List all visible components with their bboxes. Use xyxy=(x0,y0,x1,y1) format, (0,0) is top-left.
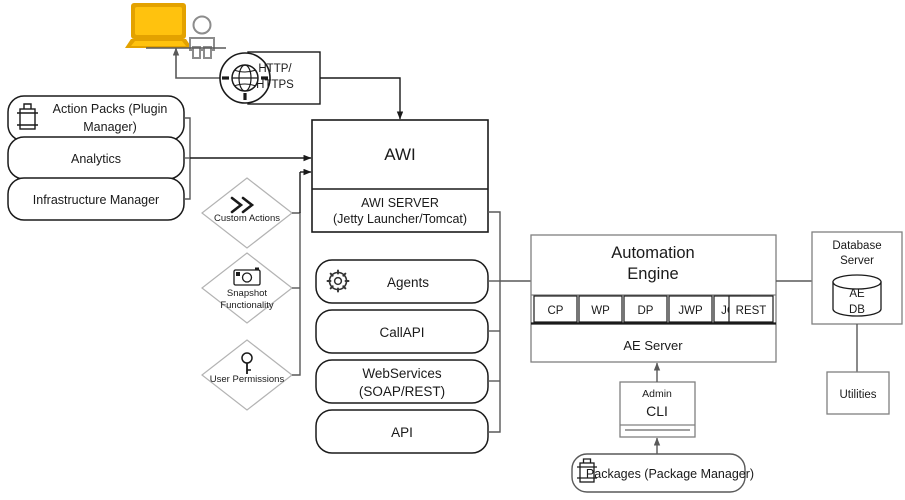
diamond-custom-actions[interactable]: Custom Actions xyxy=(201,177,293,249)
ae-db-label-1: AE xyxy=(849,288,865,300)
diamond-label-user-permissions: User Permissions xyxy=(210,374,285,385)
packages-label: Packages (Package Manager) xyxy=(586,467,754,481)
admin-cli-title: Admin xyxy=(642,388,672,400)
left-stack-label-1a: Action Packs (Plugin xyxy=(53,102,168,116)
process-box-dp[interactable]: DP xyxy=(623,295,668,323)
admin-cli-label: CLI xyxy=(646,403,668,419)
automation-engine-title-1: Automation xyxy=(611,244,694,262)
left-stack-box-analytics[interactable]: Analytics xyxy=(7,136,185,180)
process-label-dp: DP xyxy=(638,305,654,317)
database-server-box[interactable]: Database Server AE DB xyxy=(811,231,903,325)
service-label-webservices-1: WebServices xyxy=(362,366,442,381)
ae-server-label: AE Server xyxy=(623,338,683,353)
diamond-label-snapshot-2: Functionality xyxy=(220,300,274,311)
key-icon xyxy=(241,352,253,374)
automation-engine-box[interactable]: Automation Engine CP WP DP JWP JCP REST … xyxy=(530,234,777,363)
process-box-jwp[interactable]: JWP xyxy=(668,295,713,323)
service-pill-api[interactable]: API xyxy=(315,409,489,454)
database-server-title-1: Database xyxy=(832,240,881,252)
left-stack-label-1b: Manager) xyxy=(83,120,137,134)
process-label-wp: WP xyxy=(591,305,610,317)
ae-db-label-2: DB xyxy=(849,304,865,316)
package-icon xyxy=(17,103,38,130)
service-pill-agents[interactable]: Agents xyxy=(315,259,489,304)
diamond-snapshot-functionality[interactable]: Snapshot Functionality xyxy=(201,252,293,324)
left-stack-label-3: Infrastructure Manager xyxy=(33,193,159,207)
process-label-jwp: JWP xyxy=(678,305,703,317)
service-label-agents: Agents xyxy=(387,275,429,290)
connector-left-stack-to-awi xyxy=(184,117,312,200)
process-box-rest[interactable]: REST xyxy=(728,295,774,323)
left-stack-box-action-packs[interactable]: Action Packs (Plugin Manager) xyxy=(7,95,185,142)
process-label-rest: REST xyxy=(736,305,767,317)
connector-globe-to-user xyxy=(146,47,226,79)
process-box-wp[interactable]: WP xyxy=(578,295,623,323)
connector-http-to-awi xyxy=(320,77,404,120)
packages-pill[interactable]: Packages (Package Manager) xyxy=(571,453,754,493)
awi-title: AWI xyxy=(384,145,415,164)
person-icon xyxy=(189,15,215,59)
awi-box[interactable]: AWI AWI SERVER (Jetty Launcher/Tomcat) xyxy=(311,119,489,233)
utilities-label: Utilities xyxy=(839,389,876,401)
utilities-box[interactable]: Utilities xyxy=(826,371,890,415)
http-label-line1: HTTP/ xyxy=(258,63,292,75)
diamond-user-permissions[interactable]: User Permissions xyxy=(201,339,293,411)
process-box-cp[interactable]: CP xyxy=(533,295,578,323)
laptop-icon xyxy=(125,3,192,48)
service-label-callapi: CallAPI xyxy=(379,325,424,340)
diamond-label-custom-actions: Custom Actions xyxy=(214,213,280,224)
process-label-cp: CP xyxy=(548,305,564,317)
left-stack-label-2: Analytics xyxy=(71,152,121,166)
globe-icon xyxy=(219,52,271,104)
connector-services-to-engine xyxy=(488,211,531,433)
admin-cli-box[interactable]: Admin CLI xyxy=(619,381,696,438)
gear-icon xyxy=(326,269,350,293)
double-chevron-icon xyxy=(230,196,255,214)
database-server-title-2: Server xyxy=(840,255,874,267)
service-pill-webservices[interactable]: WebServices (SOAP/REST) xyxy=(315,359,489,404)
http-label-line2: HTTPS xyxy=(256,79,294,91)
left-stack-box-infrastructure-manager[interactable]: Infrastructure Manager xyxy=(7,177,185,221)
service-label-api: API xyxy=(391,425,413,440)
service-pill-callapi[interactable]: CallAPI xyxy=(315,309,489,354)
diamond-label-snapshot-1: Snapshot xyxy=(227,288,268,299)
awi-server-line1: AWI SERVER xyxy=(361,196,439,210)
database-cylinder-icon xyxy=(832,274,882,317)
camera-icon xyxy=(233,267,261,286)
service-label-webservices-2: (SOAP/REST) xyxy=(359,384,445,399)
package-icon xyxy=(577,458,597,483)
connector-diamonds-to-awi xyxy=(292,168,312,376)
automation-engine-title-2: Engine xyxy=(627,265,678,283)
awi-server-line2: (Jetty Launcher/Tomcat) xyxy=(333,212,467,226)
